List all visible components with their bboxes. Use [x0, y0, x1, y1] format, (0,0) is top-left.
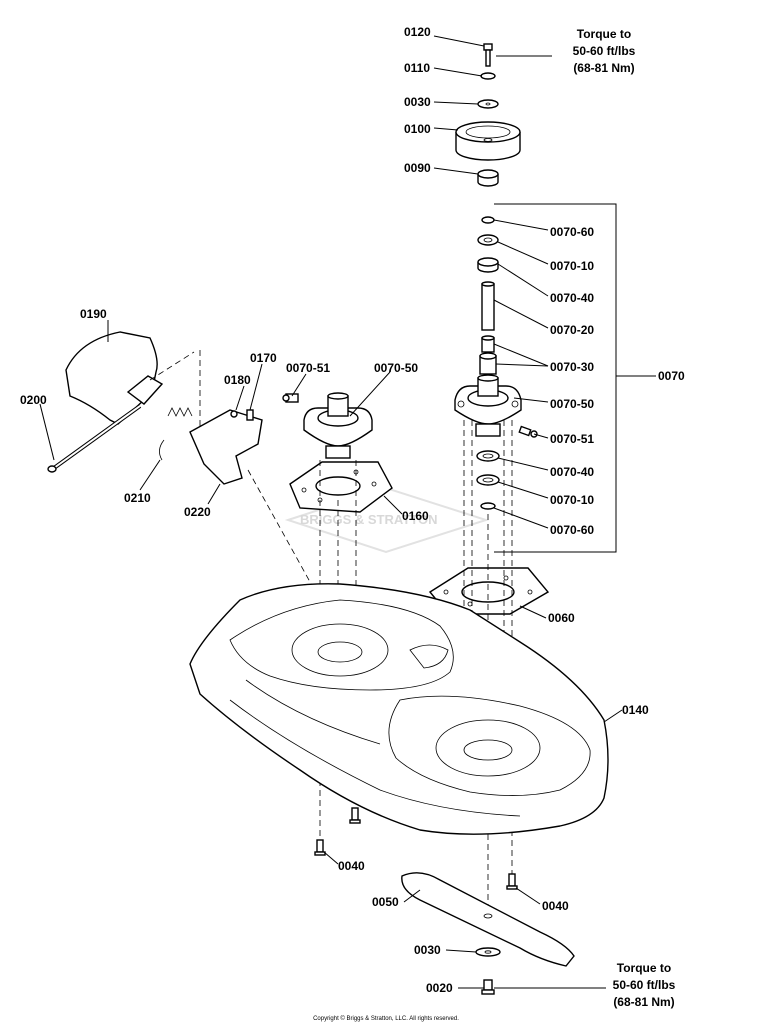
label-0220: 0220: [184, 505, 211, 519]
label-0030-top: 0030: [404, 95, 431, 109]
spacer-0070-10-bottom: [476, 474, 500, 486]
svg-text:Torque to: Torque to: [617, 961, 671, 975]
label-0070-10-bottom: 0070-10: [550, 493, 594, 507]
bolt-0040-left: [314, 839, 326, 856]
washer-0110: [480, 72, 496, 80]
grease-fitting-0070-51-right: [518, 425, 538, 438]
bolt-0170: [246, 409, 254, 421]
label-0040-left: 0040: [338, 859, 365, 873]
seal-0070-60-top: [481, 216, 495, 224]
label-0070: 0070: [658, 369, 685, 383]
plate-0060: [428, 567, 550, 615]
bracket-0220: [189, 409, 263, 485]
shaft-0070-20: [481, 281, 495, 331]
label-0120: 0120: [404, 25, 431, 39]
blade-0050: [401, 872, 575, 967]
bearing-0070-40-top: [477, 257, 499, 273]
right-spindle-stack: [428, 43, 550, 915]
seal-0070-60-bottom: [480, 502, 496, 510]
nut-0180: [230, 410, 238, 418]
discharge-chute-assembly: [47, 331, 321, 601]
spacer-0070-30: [479, 335, 497, 375]
blade-assembly: [314, 807, 575, 995]
svg-text:50-60 ft/lbs: 50-60 ft/lbs: [573, 44, 636, 58]
svg-text:(68-81 Nm): (68-81 Nm): [573, 61, 634, 75]
label-0200: 0200: [20, 393, 47, 407]
label-0070-51-right: 0070-51: [550, 432, 594, 446]
label-0190: 0190: [80, 307, 107, 321]
label-0110: 0110: [404, 61, 430, 75]
label-0070-51-left: 0070-51: [286, 361, 330, 375]
leader-lines: [39, 35, 623, 989]
chute-0190: [65, 331, 158, 425]
label-0060: 0060: [548, 611, 575, 625]
spring-0210: [159, 407, 193, 461]
watermark-text: BRIGGS & STRATTON: [300, 512, 437, 527]
spindle-housing-0070-50-left: [303, 392, 373, 459]
torque-note-bottom: Torque to 50-60 ft/lbs (68-81 Nm): [613, 961, 676, 1009]
label-0040-right: 0040: [542, 899, 569, 913]
pulley-0100: [455, 121, 521, 161]
rod-0200: [47, 404, 142, 473]
grease-fitting-0070-51-left: [282, 393, 299, 403]
label-0210: 0210: [124, 491, 151, 505]
bolt-0020: [481, 979, 495, 995]
label-0070-50-right: 0070-50: [550, 397, 594, 411]
label-0020: 0020: [426, 981, 453, 995]
label-0070-30: 0070-30: [550, 360, 594, 374]
bearing-0070-40-bottom: [476, 450, 500, 462]
label-0050: 0050: [372, 895, 399, 909]
label-0070-20: 0070-20: [550, 323, 594, 337]
washer-0030-top: [477, 99, 499, 109]
washer-0030-bottom: [475, 947, 501, 957]
label-0070-40-bottom: 0070-40: [550, 465, 594, 479]
plate-0160: [289, 461, 393, 513]
label-0170: 0170: [250, 351, 277, 365]
label-0070-10-top: 0070-10: [550, 259, 594, 273]
torque-note-top: Torque to 50-60 ft/lbs (68-81 Nm): [573, 27, 636, 75]
label-0090: 0090: [404, 161, 431, 175]
label-0030-bottom: 0030: [414, 943, 441, 957]
bolt-0120: [483, 43, 493, 67]
mower-deck-0140: [189, 583, 609, 835]
label-0140: 0140: [622, 703, 649, 717]
bolt-0040-right: [506, 873, 518, 890]
assembly-bracket-0070: [494, 203, 617, 553]
svg-text:Torque to: Torque to: [577, 27, 631, 41]
bolt-0040-middle: [349, 807, 361, 824]
hub-0090: [477, 169, 499, 187]
label-0070-60-bottom: 0070-60: [550, 523, 594, 537]
copyright-text: Copyright © Briggs & Stratton, LLC. All …: [313, 1015, 459, 1022]
spacer-0070-10-top: [477, 234, 499, 246]
label-0160: 0160: [402, 509, 429, 523]
label-0180: 0180: [224, 373, 251, 387]
label-0070-50-left: 0070-50: [374, 361, 418, 375]
label-0070-40-top: 0070-40: [550, 291, 594, 305]
label-0070-60-top: 0070-60: [550, 225, 594, 239]
svg-text:50-60 ft/lbs: 50-60 ft/lbs: [613, 978, 676, 992]
left-spindle: [282, 392, 393, 845]
label-0100: 0100: [404, 122, 431, 136]
svg-text:(68-81 Nm): (68-81 Nm): [613, 995, 674, 1009]
part-labels: 0120 0110 0030 0100 0090 0070-60 0070-10…: [20, 25, 685, 995]
spindle-housing-0070-50-right: [454, 374, 522, 437]
